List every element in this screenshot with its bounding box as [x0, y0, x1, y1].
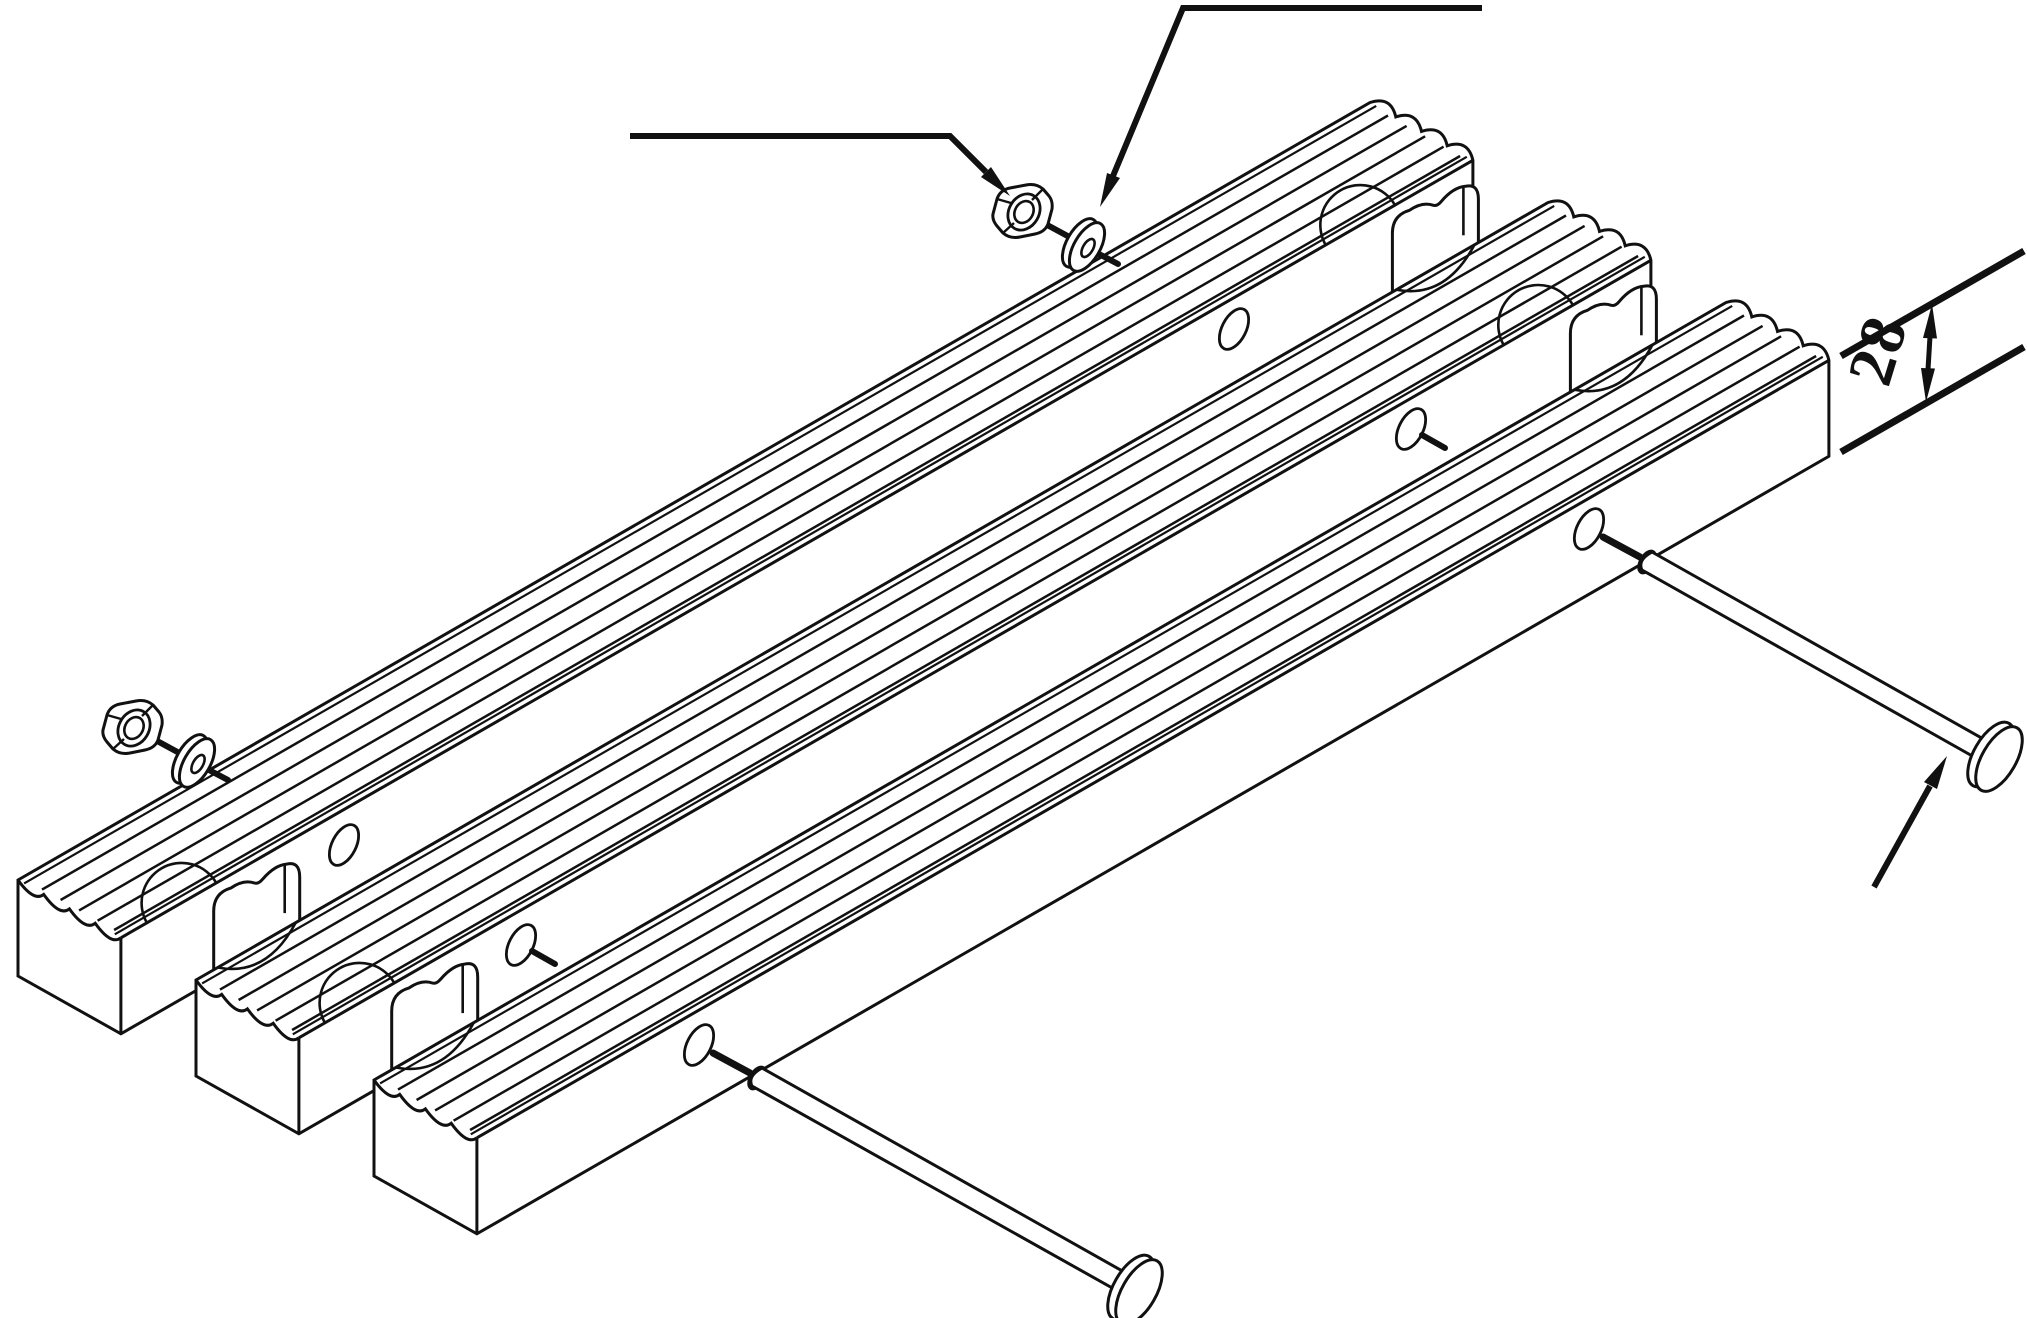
bolt-head — [1114, 1258, 1164, 1318]
fluted-plank-front — [372, 284, 1831, 1236]
carriage-bolt-lower — [709, 1049, 1164, 1318]
thickness-dimension: 28 — [1834, 247, 2026, 456]
bolt-thread-tip — [1599, 533, 1644, 561]
washer-face — [1067, 221, 1107, 273]
flute-line — [397, 314, 1745, 1091]
end-face-scallops — [16, 879, 122, 942]
lug-base-saddle — [1574, 344, 1654, 393]
plank-group — [16, 99, 1831, 1236]
flute-line — [96, 145, 1445, 922]
lug-notch — [1319, 183, 1397, 246]
bolt-hole — [682, 1023, 716, 1067]
washer-face — [177, 737, 217, 789]
flat-washer-lower — [170, 733, 217, 789]
axis-stub — [1419, 432, 1448, 451]
end-face-scallops — [194, 979, 300, 1042]
fluted-plank-rear — [16, 99, 1475, 1036]
flute-line — [59, 124, 1408, 902]
hex-nut-upper — [991, 183, 1054, 239]
fluted-plank-middle — [194, 184, 1653, 1136]
axis-stub — [1096, 251, 1121, 267]
flute-line — [469, 354, 1817, 1132]
lug-notch — [1497, 283, 1575, 346]
washer-hole — [190, 753, 206, 775]
dimension-arrow-down — [1921, 368, 1935, 402]
bolt-hole — [1572, 507, 1606, 551]
top-right-edge — [476, 358, 1830, 1140]
spacer-lug — [390, 962, 480, 1079]
flute-line — [291, 254, 1639, 1032]
extension-line — [1839, 247, 2026, 360]
flute-line — [434, 335, 1782, 1112]
end-face-scallops — [372, 1079, 478, 1142]
chamfer-line — [201, 204, 1555, 985]
lug-notch — [318, 961, 396, 1024]
arrowhead — [1100, 173, 1120, 207]
flute-line — [415, 324, 1764, 1102]
lug-base-saddle — [217, 922, 297, 971]
leader-line-washer — [1100, 5, 1482, 207]
leader-line-bolt — [1871, 756, 1947, 889]
chamfer-line — [470, 355, 1824, 1136]
washer-hole — [1080, 237, 1096, 259]
flute-line — [274, 245, 1623, 1022]
lug-base-saddle — [1396, 244, 1476, 293]
flute-line — [78, 135, 1426, 912]
flat-washer-upper — [1060, 217, 1107, 273]
bolt-hole — [327, 823, 361, 867]
chamfer-line — [379, 304, 1733, 1085]
spacer-lug — [212, 862, 302, 979]
flute-line — [237, 224, 1586, 1002]
flute-line — [219, 214, 1567, 991]
bolt-shaft — [1639, 550, 1996, 765]
top-right-edge — [298, 258, 1652, 1040]
dimension-arrow-up — [1923, 304, 1937, 339]
leader-line-nut — [630, 133, 1010, 196]
extension-line — [1839, 343, 2026, 456]
axis-stub — [529, 948, 558, 967]
axis-stub — [206, 767, 231, 783]
flute-line — [41, 114, 1389, 891]
bolt-hole — [1217, 307, 1251, 351]
carriage-bolt-upper — [1599, 533, 2024, 793]
bolt-shaft — [749, 1066, 1136, 1297]
flute-line — [113, 154, 1461, 932]
spacer-lug — [1390, 184, 1480, 301]
lug-base-saddle — [395, 1022, 475, 1071]
lug-notch — [140, 861, 218, 924]
arrowhead — [981, 167, 1010, 196]
flute-line — [452, 345, 1801, 1122]
chamfer-line — [292, 255, 1646, 1036]
chamfer-line — [114, 155, 1468, 936]
bolt-thread-tip — [709, 1049, 754, 1077]
chamfer-line — [23, 104, 1377, 885]
arrowhead — [1924, 756, 1947, 789]
bolt-head — [1974, 725, 2024, 793]
hex-nut-lower — [101, 699, 164, 755]
flute-line — [256, 235, 1604, 1012]
spacer-lug — [1568, 284, 1658, 401]
top-right-edge — [120, 158, 1474, 940]
